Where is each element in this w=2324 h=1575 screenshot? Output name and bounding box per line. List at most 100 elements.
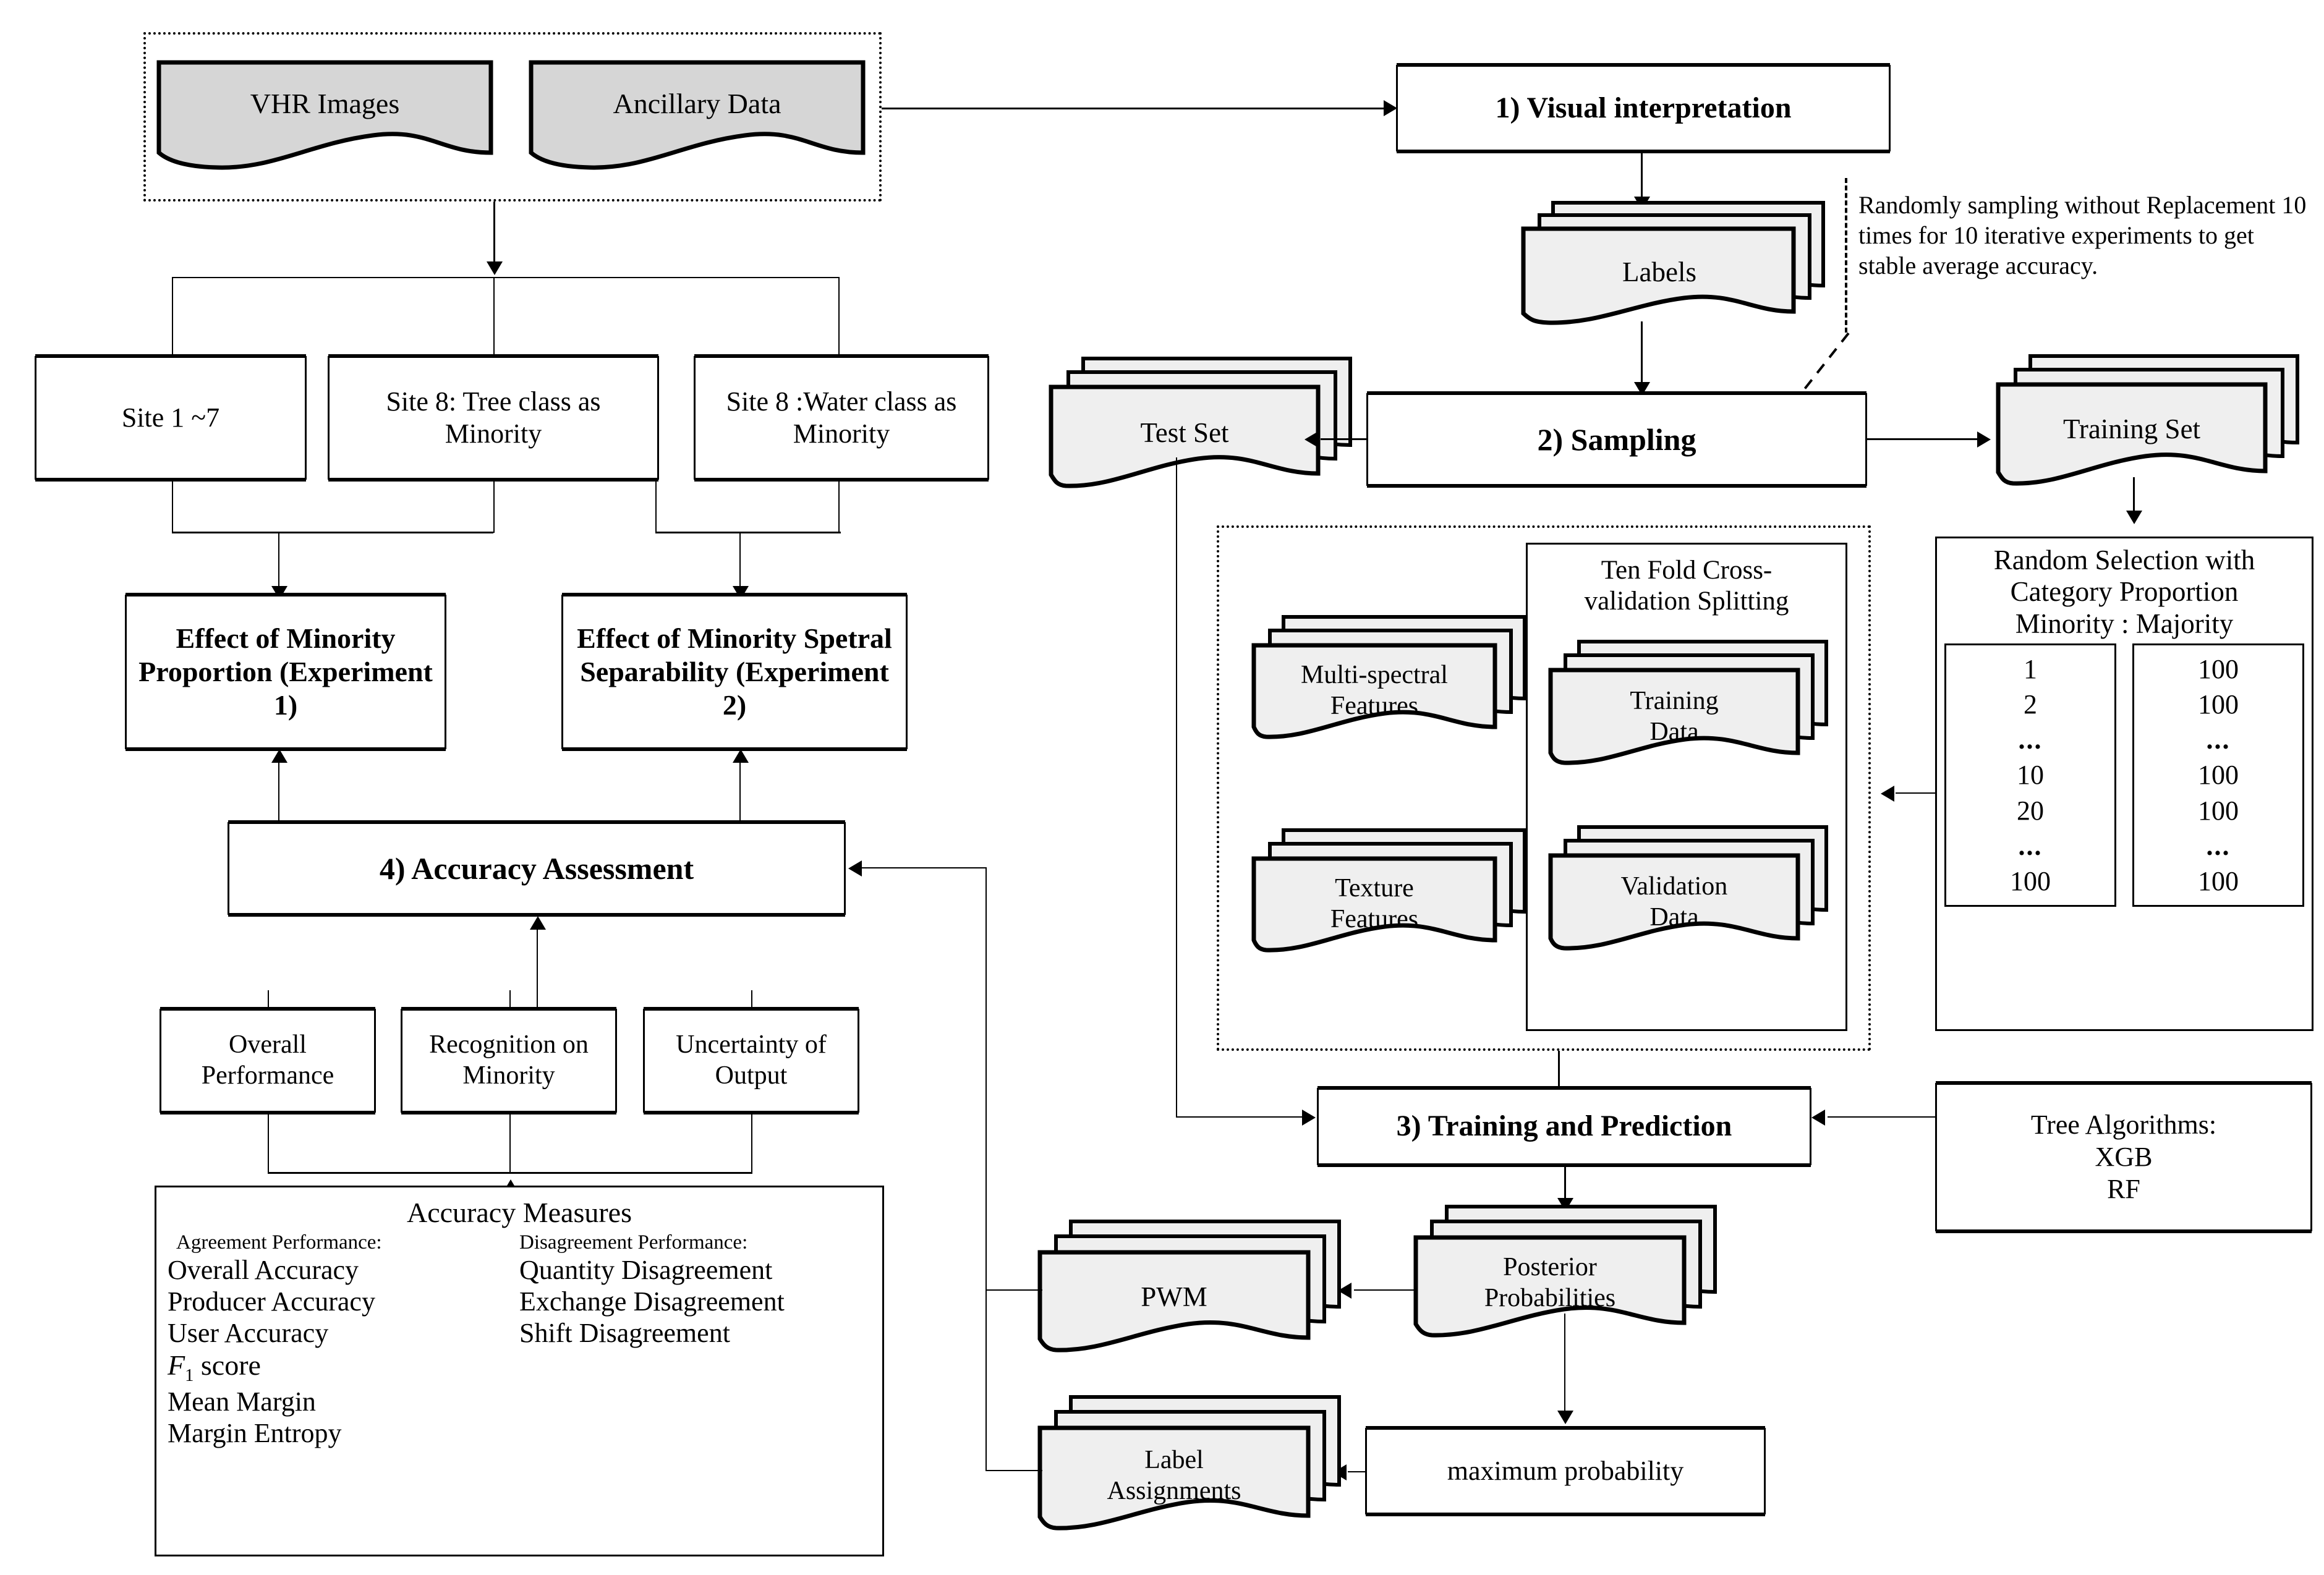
majority-value: ...: [2206, 724, 2231, 755]
tree-algorithms-box[interactable]: Tree Algorithms: XGB RF: [1935, 1083, 2312, 1231]
f1-subscript: 1: [185, 1366, 194, 1386]
labels-document-stack: Labels: [1516, 199, 1825, 325]
connector-aspects-to-accuracy: [537, 928, 538, 1009]
results-bus-vertical: [985, 867, 987, 1470]
connector-testset-to-step3: [1176, 1116, 1303, 1118]
results-bus-to-labelassignments: [985, 1470, 1042, 1471]
disagreement-header: Disagreement Performance:: [519, 1231, 748, 1254]
stem-overall-down: [268, 1113, 269, 1173]
connector-posterior-to-pwm: [1354, 1289, 1417, 1291]
connector-exp1-bus: [172, 532, 493, 533]
connector-exp1-up-stem2: [278, 762, 279, 799]
minority-value: 1: [2024, 653, 2037, 684]
measures-bus-horizontal: [268, 1172, 752, 1174]
connector-step1-to-labels: [1641, 151, 1643, 201]
connector-sampling-to-testset: [1321, 438, 1368, 440]
sampling-note: Randomly sampling without Replacement 10…: [1858, 191, 2307, 279]
aspect-uncertainty-output[interactable]: Uncertainty of Output: [643, 1009, 859, 1113]
connector-site8tree-down2: [655, 480, 657, 533]
arrowhead-aspects-to-accuracy: [530, 916, 546, 930]
majority-value: 100: [2198, 866, 2239, 897]
experiment-1-box[interactable]: Effect of Minority Proportion (Experimen…: [125, 595, 446, 749]
multi-spectral-features-document-stack: Multi-spectral Features: [1249, 612, 1526, 748]
arrowhead-into-experiment-2: [733, 749, 749, 763]
agreement-column: Agreement Performance: Overall Accuracy …: [168, 1231, 519, 1449]
site-box-8-water[interactable]: Site 8 :Water class as Minority: [694, 356, 989, 480]
site-box-1-7[interactable]: Site 1 ~7: [35, 356, 307, 480]
connector-sources-to-step1: [882, 108, 1385, 109]
site-bus-horizontal: [172, 277, 840, 278]
connector-exp2-arrow-stem: [739, 532, 741, 593]
measure-producer-accuracy: Producer Accuracy: [168, 1286, 375, 1317]
cv-title-line1: Ten Fold Cross-: [1601, 556, 1773, 585]
connector-posterior-to-maxprob: [1564, 1314, 1565, 1417]
connector-testset-down: [1176, 457, 1177, 1118]
stem-uncertainty-up: [751, 990, 752, 1010]
arrowhead-into-experiment-1: [271, 749, 287, 763]
connector-exp1-arrow-stem: [278, 532, 279, 593]
results-bus-to-pwm: [985, 1289, 1042, 1291]
majority-value: ...: [2206, 830, 2231, 861]
connector-algorithms-to-step3: [1828, 1116, 1936, 1118]
connector-sampling-to-trainingset: [1867, 438, 1978, 440]
disagreement-column: Disagreement Performance: Quantity Disag…: [519, 1231, 871, 1449]
data-sources-group: [143, 32, 882, 202]
connector-proportion-to-cv: [1896, 792, 1936, 794]
connector-maxprob-to-labelassignments: [1348, 1471, 1366, 1472]
measure-overall-accuracy: Overall Accuracy: [168, 1255, 359, 1285]
connector-cv-to-step3: [1558, 1051, 1560, 1094]
experiment-2-box[interactable]: Effect of Minority Spetral Separability …: [561, 595, 908, 749]
step-sampling[interactable]: 2) Sampling: [1366, 393, 1867, 486]
validation-data-document-stack: Validation Data: [1546, 822, 1830, 958]
aspect-overall-performance[interactable]: Overall Performance: [160, 1009, 376, 1113]
aspect-recognition-minority[interactable]: Recognition on Minority: [401, 1009, 617, 1113]
label-assignments-document-stack: Label Assignments: [1035, 1392, 1344, 1545]
site-bus-drop-left: [172, 277, 173, 357]
connector-bus-to-accuracy-assessment: [862, 867, 987, 868]
site-box-8-tree[interactable]: Site 8: Tree class as Minority: [328, 356, 659, 480]
stem-minority-down: [509, 1113, 511, 1172]
accuracy-measures-panel: Accuracy Measures Agreement Performance:…: [155, 1186, 884, 1556]
step-accuracy-assessment[interactable]: 4) Accuracy Assessment: [228, 822, 846, 915]
stem-uncertainty-down: [751, 1113, 752, 1173]
annotation-leader-vertical: [1845, 178, 1847, 333]
cv-title-line2: validation Splitting: [1584, 586, 1789, 616]
step-training-and-prediction[interactable]: 3) Training and Prediction: [1317, 1088, 1811, 1165]
minority-value: 20: [2017, 795, 2044, 826]
arrowhead-proportion-to-cv: [1881, 786, 1894, 802]
connector-step3-to-posterior: [1564, 1165, 1566, 1202]
proportion-title-line2: Category Proportion: [2010, 576, 2239, 608]
arrowhead-labels-to-sampling: [1634, 382, 1650, 396]
minority-values-table: 1 2 ... 10 20 ... 100: [1944, 643, 2116, 907]
maximum-probability-box[interactable]: maximum probability: [1365, 1428, 1766, 1514]
proportion-title: Random Selection with Category Proportio…: [1944, 545, 2304, 640]
f1-score-word: score: [194, 1349, 261, 1381]
proportion-panel: Random Selection with Category Proportio…: [1935, 537, 2313, 1031]
tree-algorithm-xgb: XGB: [2095, 1142, 2153, 1173]
connector-site17-down: [172, 480, 173, 533]
training-data-document-stack: Training Data: [1546, 637, 1830, 773]
majority-value: 100: [2198, 653, 2239, 684]
agreement-header: Agreement Performance:: [176, 1231, 382, 1254]
connector-exp2-up-stem2: [739, 762, 741, 799]
site-bus-drop-right: [838, 277, 840, 357]
step-visual-interpretation[interactable]: 1) Visual interpretation: [1396, 65, 1891, 151]
arrowhead-posterior-to-maxprob: [1557, 1411, 1573, 1424]
arrowhead-into-accuracy-assessment: [848, 860, 862, 877]
ancillary-data-document: Ancillary Data: [529, 59, 866, 170]
majority-value: 100: [2198, 689, 2239, 720]
measure-user-accuracy: User Accuracy: [168, 1318, 329, 1348]
measure-shift-disagreement: Shift Disagreement: [519, 1318, 730, 1348]
tree-algorithms-header: Tree Algorithms:: [2030, 1110, 2217, 1140]
measure-exchange-disagreement: Exchange Disagreement: [519, 1286, 785, 1317]
proportion-title-line3: Minority : Majority: [2015, 608, 2234, 639]
f1-symbol: F: [168, 1349, 185, 1381]
texture-features-document-stack: Texture Features: [1249, 825, 1526, 961]
connector-labels-to-sampling: [1641, 321, 1643, 386]
feature-and-cv-group: [1217, 525, 1871, 1051]
measure-mean-margin: Mean Margin: [168, 1386, 316, 1417]
training-set-document-stack: Training Set: [1992, 351, 2301, 493]
posterior-probabilities-document-stack: Posterior Probabilities: [1411, 1202, 1720, 1347]
stem-minority-up: [509, 990, 511, 1010]
